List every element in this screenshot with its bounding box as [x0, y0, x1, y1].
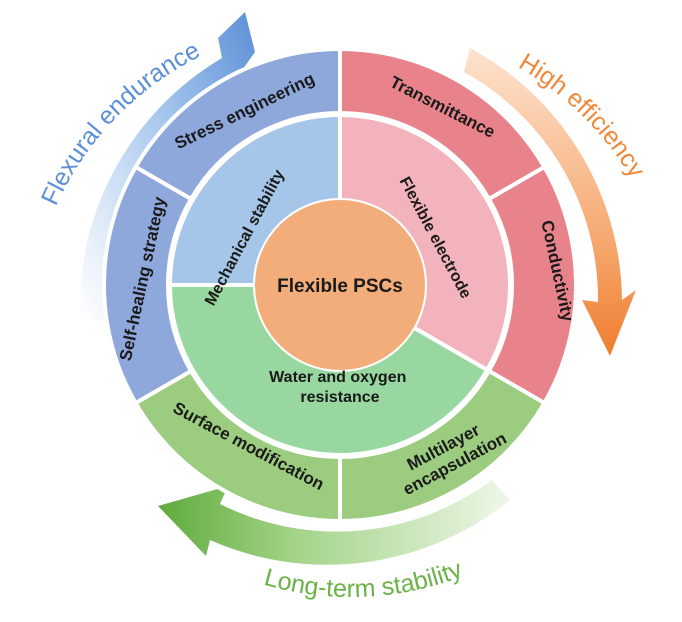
water-oxygen-resistance-label: Water and oxygen resistance: [269, 369, 411, 406]
long-term-stability-arrow: [158, 480, 510, 565]
center-circle: [255, 200, 425, 370]
high-efficiency-arrow: [464, 48, 636, 356]
center-label: Flexible PSCs: [277, 276, 403, 297]
